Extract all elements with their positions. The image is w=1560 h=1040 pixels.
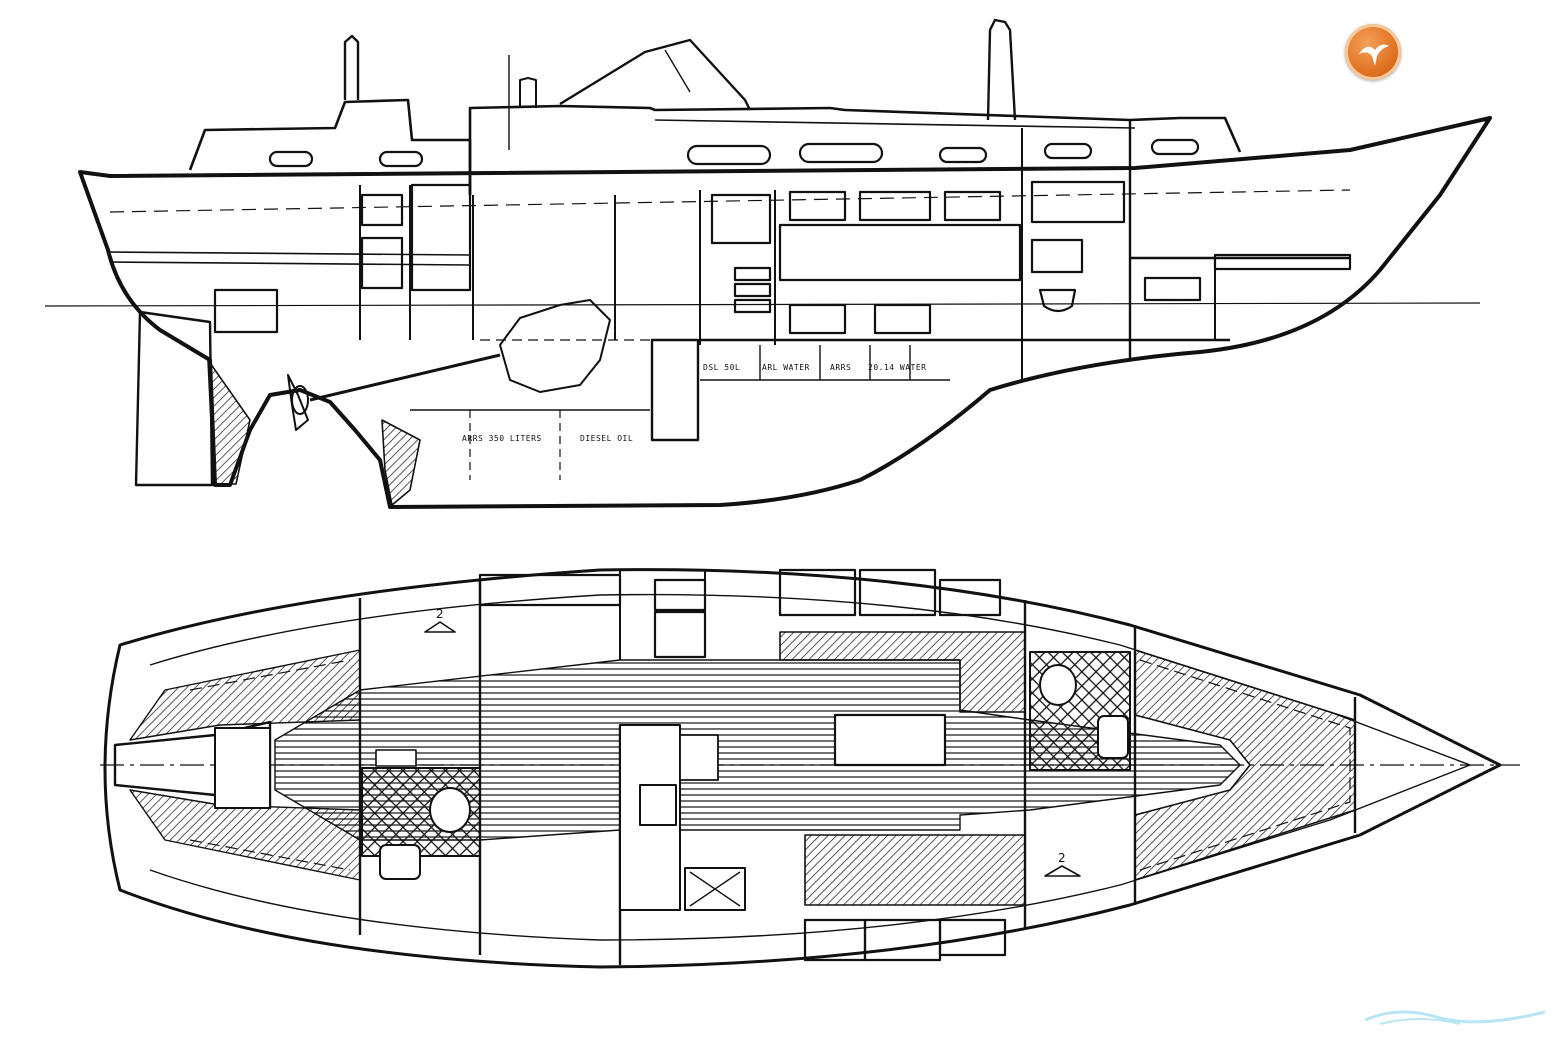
locker — [360, 236, 404, 290]
plan-hull-outline — [103, 568, 1502, 969]
settee-stbd — [804, 834, 1026, 906]
vee-berth — [1134, 649, 1356, 881]
fwd-hanger-icon — [1044, 865, 1081, 877]
seagull-icon — [1345, 24, 1401, 80]
portlight — [1150, 138, 1200, 156]
head-cabinet — [1030, 180, 1126, 224]
settee-port — [779, 631, 1026, 713]
saloon-locker — [788, 303, 847, 335]
saloon-berth — [778, 223, 1022, 282]
locker — [360, 193, 404, 227]
side-profile-view: DSL 50L ARL WATER ARRS 20.14 WATER ARRS … — [44, 18, 1492, 509]
engine — [499, 299, 611, 393]
tank-label: DSL 50L — [703, 363, 740, 372]
locker — [213, 288, 279, 334]
portlight — [378, 150, 424, 168]
portlight — [938, 146, 988, 164]
aft-berth-dash — [189, 659, 351, 871]
portlight — [686, 144, 772, 166]
toilet — [1038, 288, 1077, 313]
drawer — [733, 298, 772, 314]
skeg-hatched — [207, 359, 251, 485]
aft-basin — [379, 844, 421, 880]
watermark-logo — [1364, 1010, 1546, 1025]
tank-label: 20.14 WATER — [868, 363, 926, 372]
nav-table — [679, 734, 719, 781]
prop-shaft — [309, 353, 501, 402]
tank-label: DIESEL OIL — [580, 434, 633, 443]
aft-berth-mark: 2 — [436, 607, 444, 621]
saloon-locker — [943, 190, 1002, 222]
wardrobe — [410, 183, 472, 292]
hull-outline — [78, 116, 1492, 509]
saloon-locker — [858, 190, 932, 222]
dorade-vent — [519, 77, 537, 108]
forecabin-shelf — [1213, 253, 1352, 271]
head-cabinet — [1030, 238, 1084, 274]
companionway — [650, 338, 700, 442]
plan-view: 2 2 — [100, 568, 1520, 969]
galley-sink — [639, 784, 677, 826]
tank-label: ARL WATER — [762, 363, 810, 372]
waterline — [44, 302, 1481, 307]
main-mast — [986, 18, 1017, 121]
portlight — [1043, 142, 1093, 160]
vee-berth-inner — [1139, 659, 1351, 871]
galley-cabinet — [710, 193, 772, 245]
fwd-berth-mark: 2 — [1058, 851, 1066, 865]
saloon-locker — [788, 190, 847, 222]
rudder — [134, 310, 214, 487]
drawer — [733, 266, 772, 282]
aft-deckhouse — [188, 98, 472, 195]
propeller — [287, 374, 309, 431]
tank-label: ARRS 350 LITERS — [462, 434, 542, 443]
mizzen-mast — [343, 34, 360, 100]
sprayhood — [559, 38, 752, 111]
saloon-table — [833, 713, 947, 767]
drawer — [733, 282, 772, 298]
portlight — [798, 142, 884, 164]
main-deckhouse — [468, 104, 1242, 195]
fwd-toilet — [1039, 664, 1077, 706]
fwd-basin — [1097, 715, 1129, 759]
saloon-locker — [873, 303, 932, 335]
portlight — [268, 150, 314, 168]
keel-hatched — [381, 419, 421, 506]
tank-label: ARRS — [830, 363, 851, 372]
aft-toilet — [429, 787, 471, 833]
forecabin-locker — [1143, 276, 1202, 302]
aft-hanger-icon — [424, 621, 456, 633]
